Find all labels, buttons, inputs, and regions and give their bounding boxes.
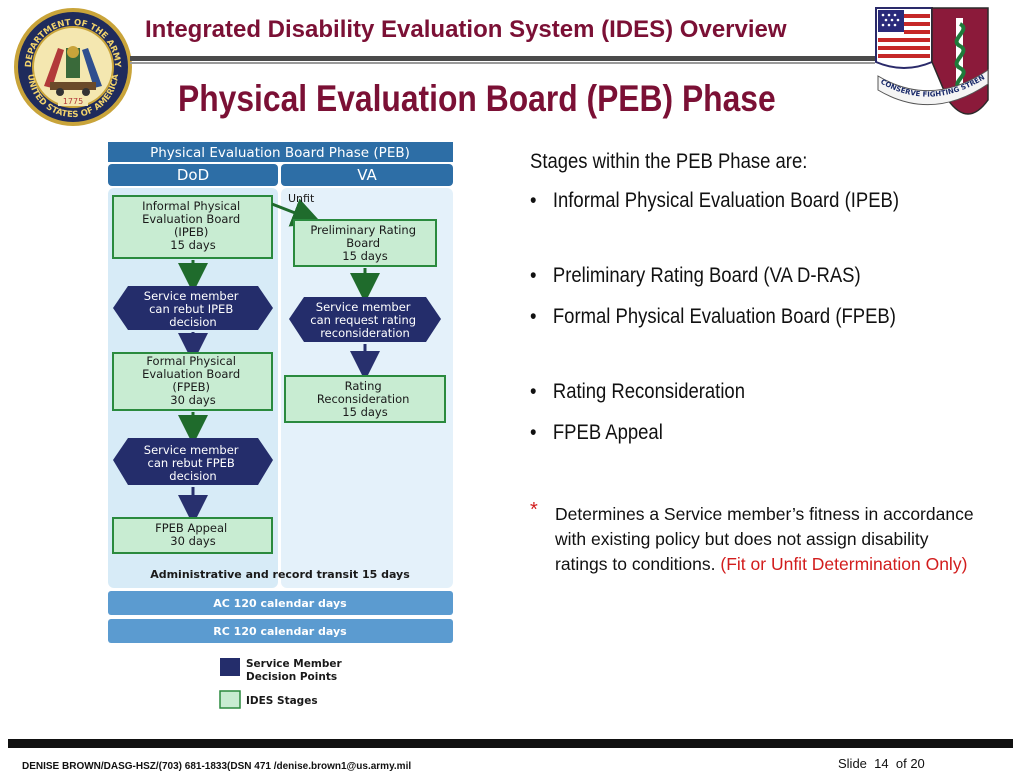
fpeb-stage-box <box>112 352 273 411</box>
rebut-ipeb-line-2: can rebut IPEB <box>149 302 233 316</box>
diagram-title: Physical Evaluation Board Phase (PEB) <box>150 145 410 161</box>
legend-stage-label: IDES Stages <box>246 695 318 707</box>
bullet-marker: • <box>530 305 537 328</box>
legend-decision-line-2: Decision Points <box>246 671 337 683</box>
ac-calendar-label: AC 120 calendar days <box>213 597 347 610</box>
header-rule <box>130 56 875 61</box>
diagram-legend: Service Member Decision Points IDES Stag… <box>218 656 378 712</box>
rebut-ipeb-line-3: decision <box>169 315 216 329</box>
footer-contact: DENISE BROWN/DASG-HSZ/(703) 681-1833(DSN… <box>22 761 412 772</box>
rebut-ipeb-decision <box>113 286 273 330</box>
slide-label: Slide <box>838 756 867 771</box>
slide-title: Physical Evaluation Board (PEB) Phase <box>178 78 776 119</box>
bullet-marker: • <box>530 264 537 287</box>
reconsider-request-line-3: reconsideration <box>320 326 410 340</box>
appeal-line-2: 30 days <box>170 534 215 548</box>
prelim-rating-stage-box <box>293 219 437 267</box>
legend-decision-swatch <box>220 658 240 676</box>
ipeb-stage-box <box>112 195 273 259</box>
prelim-line-3: 15 days <box>342 249 387 263</box>
unfit-label: Unfit <box>288 192 315 205</box>
svg-text:Service member can rebut: Service member can rebut IPEB decision <box>144 289 242 329</box>
slide-counter: Slide 14 of 20 <box>838 756 925 771</box>
reconsideration-line-2: Reconsideration <box>317 392 410 406</box>
dod-column-header <box>108 164 278 186</box>
rebut-ipeb-line-1: Service member <box>144 289 239 303</box>
reconsider-request-line-1: Service member <box>316 300 411 314</box>
note-highlight: (Fit or Unfit Determination Only) <box>720 554 968 574</box>
slide-total: of 20 <box>895 756 925 771</box>
rebut-fpeb-line-2: can rebut FPEB <box>148 456 235 470</box>
bullet-marker: • <box>530 189 537 212</box>
svg-text:Service member can rebut: Service member can rebut FPEB decision <box>144 443 242 483</box>
rebut-fpeb-line-3: decision <box>169 469 216 483</box>
diagram-title-bar <box>108 142 453 162</box>
fpeb-line-1: Formal Physical <box>146 354 236 368</box>
note-text: Determines a Service member’s fitness in… <box>555 504 974 574</box>
header-rule-thin <box>130 62 875 64</box>
ac-calendar-bar <box>108 591 453 615</box>
svg-text:Rating Reconsideration: Rating Reconsideration 15 days <box>317 379 413 419</box>
rebut-fpeb-line-1: Service member <box>144 443 239 457</box>
ipeb-line-1: Informal Physical <box>142 199 240 213</box>
svg-text:Service member can reque: Service member can request rating recons… <box>310 300 419 340</box>
dod-column-label: DoD <box>177 166 209 184</box>
seal-year: 1775 <box>63 97 83 106</box>
legend-stage-swatch <box>219 690 241 709</box>
ipeb-line-2: Evaluation Board <box>142 212 240 226</box>
fpeb-line-4: 30 days <box>170 393 215 407</box>
reconsider-request-line-2: can request rating <box>310 313 416 327</box>
note-asterisk: * <box>530 499 538 521</box>
va-column-label: VA <box>357 166 377 184</box>
fpeb-line-2: Evaluation Board <box>142 367 240 381</box>
request-reconsideration-decision <box>289 297 441 342</box>
fpeb-appeal-stage-box <box>112 517 273 554</box>
fpeb-line-3: (FPEB) <box>172 380 210 394</box>
rc-calendar-bar <box>108 619 453 643</box>
stage-bullet-text: Formal Physical Evaluation Board (FPEB) <box>552 305 896 328</box>
footer-rule <box>8 739 1013 748</box>
stage-bullet-text: Preliminary Rating Board (VA D-RAS) <box>552 264 861 287</box>
va-column-header <box>281 164 453 186</box>
stage-bullet-text: FPEB Appeal <box>552 421 663 444</box>
prelim-line-2: Board <box>346 236 380 250</box>
reconsideration-line-1: Rating <box>345 379 382 393</box>
stage-bullet-text: Informal Physical Evaluation Board (IPEB… <box>552 189 900 212</box>
header-title: Integrated Disability Evaluation System … <box>145 16 787 43</box>
rebut-fpeb-decision <box>113 438 273 485</box>
rc-calendar-label: RC 120 calendar days <box>213 625 347 638</box>
svg-text:Informal Physical Evalua: Informal Physical Evaluation Board (IPEB… <box>142 199 244 252</box>
stage-bullet-text: Rating Reconsideration <box>552 380 745 403</box>
svg-text:Preliminary Rating Board: Preliminary Rating Board 15 days <box>310 223 419 263</box>
medical-crest-logo: TO CONSERVE FIGHTING STRENGTH <box>869 0 998 134</box>
ipeb-line-4: 15 days <box>170 238 215 252</box>
legend-decision-line-1: Service Member <box>246 658 342 670</box>
appeal-line-1: FPEB Appeal <box>155 521 227 535</box>
army-seal-logo: DEPARTMENT OF THE ARMY UNITED STATES OF … <box>14 8 132 126</box>
unfit-arrow <box>271 198 322 227</box>
svg-text:Service Member Decision: Service Member Decision Points <box>246 658 345 683</box>
prelim-line-1: Preliminary Rating <box>310 223 416 237</box>
transit-label: Administrative and record transit 15 day… <box>150 568 410 581</box>
ipeb-line-3: (IPEB) <box>174 225 208 239</box>
rating-reconsideration-stage-box <box>284 375 446 423</box>
bullet-marker: • <box>530 421 537 444</box>
slide-number: 14 <box>874 756 889 771</box>
bullet-marker: • <box>530 380 537 403</box>
peb-phase-diagram: Physical Evaluation Board Phase (PEB) Do… <box>108 142 453 647</box>
stages-intro: Stages within the PEB Phase are: <box>530 150 808 173</box>
svg-text:Formal Physical Evaluati: Formal Physical Evaluation Board (FPEB) … <box>142 354 244 407</box>
svg-text:FPEB Appeal 30 days: FPEB Appeal 30 days <box>155 521 231 548</box>
reconsideration-line-3: 15 days <box>342 405 387 419</box>
